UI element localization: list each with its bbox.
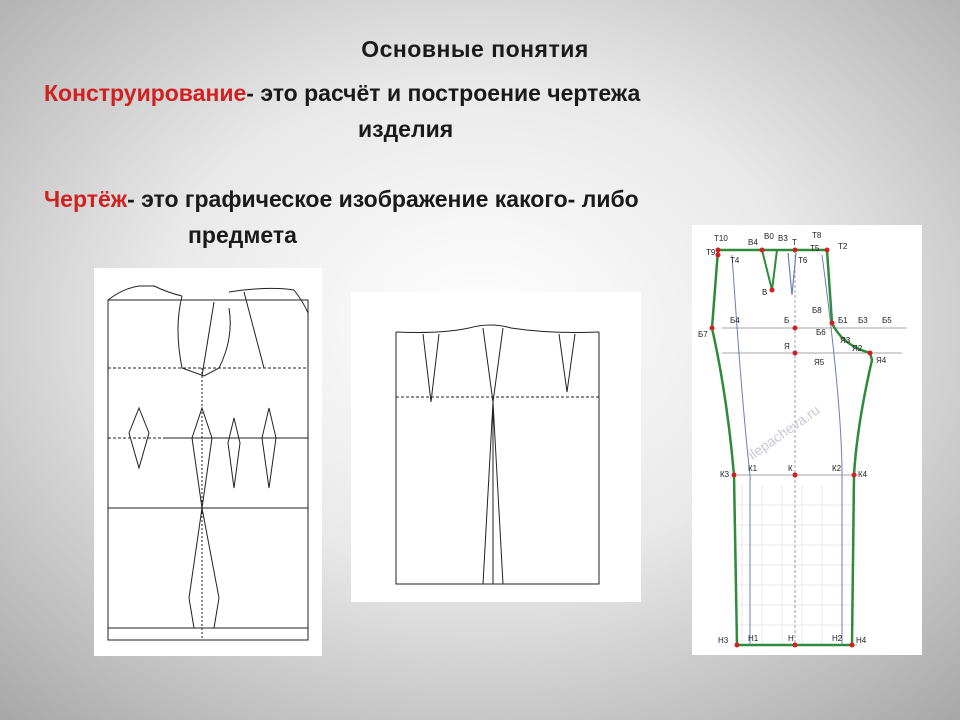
point-label: В4 (748, 238, 758, 247)
point-label: Б4 (730, 316, 740, 325)
point-label: К (788, 464, 793, 473)
point-label: В3 (778, 234, 788, 243)
page-title: Основные понятия (361, 36, 589, 62)
point-label: Н1 (748, 634, 759, 643)
point-label: Т9 (706, 248, 716, 257)
point-label: Я4 (876, 356, 887, 365)
point-label: Н3 (718, 636, 729, 645)
point-label: Я (784, 342, 790, 351)
point-label: К4 (858, 470, 868, 479)
watermark: ilepacheva.ru (745, 402, 822, 463)
point-label: Т8 (812, 231, 822, 240)
definition-term: Чертёж (44, 186, 128, 212)
point-label: В (762, 288, 767, 297)
point-label: Я2 (852, 344, 863, 353)
point-label: В0 (764, 232, 774, 241)
point-label: К1 (748, 464, 758, 473)
definition-construction: Конструирование- это расчёт и построение… (44, 80, 910, 107)
point-label: Б5 (882, 316, 892, 325)
point-label: Н2 (832, 634, 843, 643)
point-label: Б8 (812, 306, 822, 315)
definition-text: - это графическое изображение какого- ли… (127, 186, 639, 212)
definition-construction-continuation: изделия (358, 116, 454, 142)
point-label: Я3 (840, 336, 851, 345)
point-label: Б1 (838, 316, 848, 325)
point-label: К3 (720, 470, 730, 479)
skirt-pattern-svg (395, 324, 600, 585)
point-label: Т6 (798, 256, 808, 265)
point-label: Т (792, 238, 797, 247)
point-label: Б7 (698, 330, 708, 339)
point-label: Т2 (838, 242, 848, 251)
point-label: Т5 (810, 244, 820, 253)
point-label: Т4 (730, 256, 740, 265)
bodice-pattern-svg (107, 285, 309, 641)
definition-text: - это расчёт и построение чертежа (246, 80, 641, 106)
trousers-pattern-drawing: Т10 Т9 Т4 В4 В0 В3 Т Т8 Т5 Т6 Т2 В Б4 Б7… (692, 225, 922, 655)
point-label: Б3 (858, 316, 868, 325)
point-label: Б (784, 316, 789, 325)
point-label: Я5 (814, 358, 825, 367)
point-label: К2 (832, 464, 842, 473)
point-label: Н4 (856, 636, 867, 645)
point-label: Б6 (816, 328, 826, 337)
bodice-pattern-drawing (94, 268, 322, 656)
definition-drawing-continuation: предмета (188, 222, 297, 248)
point-label: Т10 (714, 234, 728, 243)
trousers-pattern-svg: Т10 Т9 Т4 В4 В0 В3 Т Т8 Т5 Т6 Т2 В Б4 Б7… (698, 231, 907, 648)
trouser-outline (710, 248, 874, 647)
skirt-pattern-drawing (351, 292, 641, 602)
definition-drawing: Чертёж- это графическое изображение како… (44, 186, 910, 213)
point-label: Н (788, 634, 794, 643)
definition-term: Конструирование (44, 80, 247, 106)
